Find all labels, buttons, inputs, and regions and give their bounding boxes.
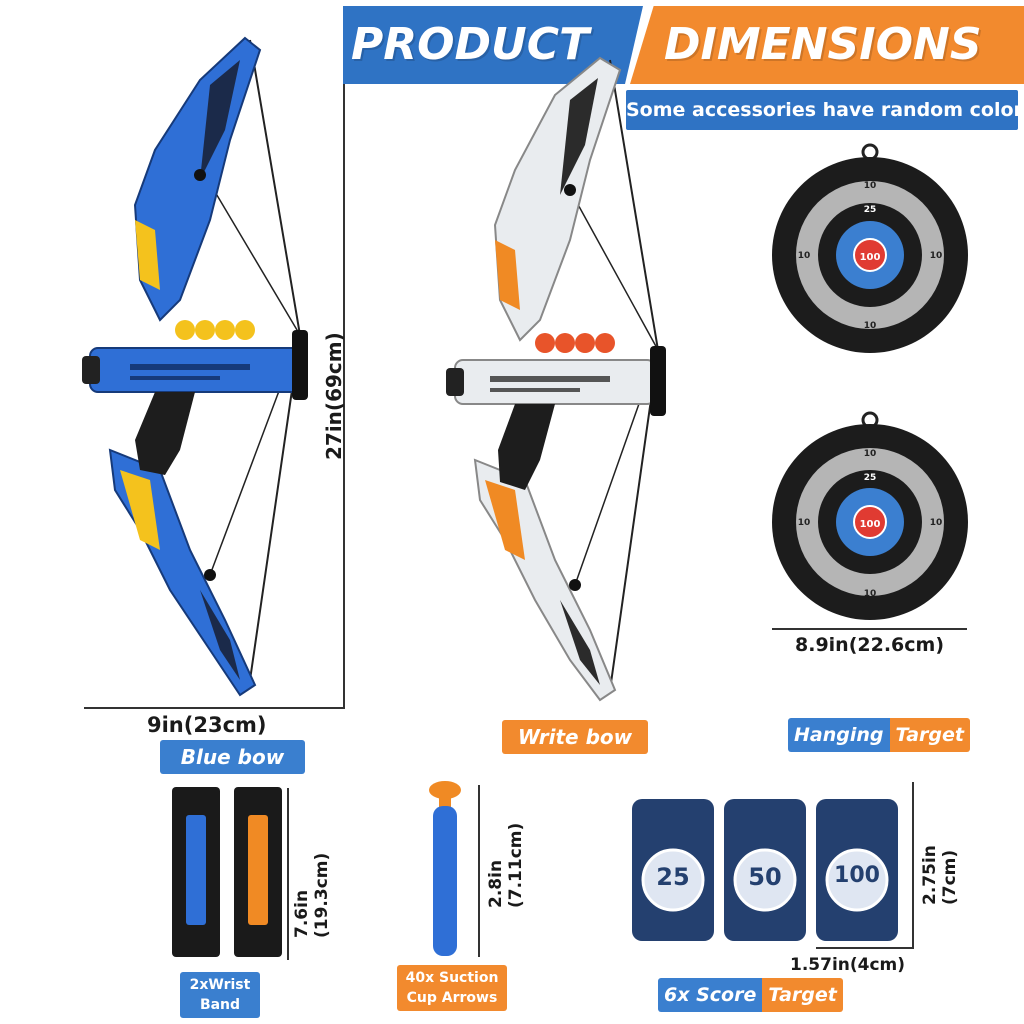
- svg-text:10: 10: [864, 181, 877, 191]
- hanging-label-left: Hanging: [788, 718, 890, 752]
- wrist-bands-image: [172, 787, 282, 957]
- arrow-height-line2: (7.11cm): [506, 822, 526, 908]
- white-bow-image: [446, 56, 666, 702]
- score-label-left: 6x Score: [658, 978, 763, 1012]
- score-can-2: [724, 799, 806, 941]
- hanging-target-top: 100 10 25 10 10 10: [772, 143, 968, 353]
- subtitle: Some accessories have random colors: [626, 90, 1024, 130]
- arrows-label: 40x Suction Cup Arrows: [397, 965, 507, 1011]
- blue-bow-image: [82, 36, 308, 697]
- can-height-line1: 2.75in: [920, 845, 940, 905]
- hanging-label-right: Target: [889, 718, 970, 752]
- can-width-text: 1.57in(4cm): [790, 955, 906, 975]
- white-bow-label: Write bow: [502, 720, 648, 754]
- arrow-height-text: 2.8in (7.11cm): [486, 823, 526, 908]
- can-height-text: 2.75in (7cm): [920, 845, 960, 905]
- svg-text:25: 25: [864, 473, 877, 483]
- can-width-line: [816, 947, 914, 949]
- hanging-target-bottom: 100 10 25 10 10 10: [772, 411, 968, 620]
- suction-arrow-image: [429, 781, 461, 956]
- score-target-label: 6x Score Target: [658, 978, 843, 1012]
- svg-text:10: 10: [798, 251, 811, 261]
- bow-height-text: 27in(69cm): [322, 332, 346, 460]
- arrows-line1: 40x Suction: [405, 970, 499, 986]
- target-width-line: [772, 628, 967, 630]
- wrist-height-line1: 7.6in: [292, 889, 312, 938]
- svg-text:10: 10: [930, 518, 943, 528]
- arrow-height-line1: 2.8in: [486, 859, 506, 908]
- svg-text:10: 10: [864, 589, 877, 599]
- wrist-height-line2: (19.3cm): [312, 852, 332, 938]
- can-score-100: 100: [834, 863, 880, 888]
- wrist-height-line: [287, 788, 289, 960]
- title-dimensions: DIMENSIONS: [664, 19, 982, 70]
- svg-text:10: 10: [864, 449, 877, 459]
- bow-height-line: [343, 84, 345, 709]
- bow-width-line: [84, 707, 344, 709]
- title-banner-right: DIMENSIONS: [630, 6, 1024, 84]
- can-height-line2: (7cm): [940, 849, 960, 905]
- svg-text:10: 10: [798, 518, 811, 528]
- title-banner-left: PRODUCT: [343, 6, 643, 84]
- wrist-band-label: 2xWrist Band: [180, 972, 260, 1018]
- hanging-targets-image: 100 10 25 10 10 10 100 10 25 10 10 10: [772, 143, 968, 620]
- can-height-line: [912, 782, 914, 947]
- target-width-text: 8.9in(22.6cm): [795, 634, 945, 656]
- wrist-height-text: 7.6in (19.3cm): [292, 853, 332, 938]
- can-score-25: 25: [656, 863, 690, 891]
- svg-text:25: 25: [864, 205, 877, 215]
- score-can-3: [816, 799, 898, 941]
- svg-text:100: 100: [860, 252, 881, 263]
- title-product: PRODUCT: [351, 19, 590, 70]
- score-label-right: Target: [762, 978, 843, 1012]
- can-score-50: 50: [748, 863, 782, 891]
- arrows-line2: Cup Arrows: [406, 990, 498, 1006]
- svg-text:10: 10: [864, 321, 877, 331]
- wrist-band-line2: Band: [199, 997, 241, 1013]
- bow-width-text: 9in(23cm): [147, 713, 267, 737]
- score-cans: 25 50 100: [628, 795, 908, 945]
- arrow-height-line: [478, 785, 480, 957]
- wrist-band-line1: 2xWrist: [189, 977, 251, 993]
- svg-text:100: 100: [860, 519, 881, 530]
- score-cans-image: [632, 799, 898, 941]
- svg-text:10: 10: [930, 251, 943, 261]
- blue-bow-label: Blue bow: [160, 740, 305, 774]
- hanging-target-label: Hanging Target: [788, 718, 970, 752]
- score-can-1: [632, 799, 714, 941]
